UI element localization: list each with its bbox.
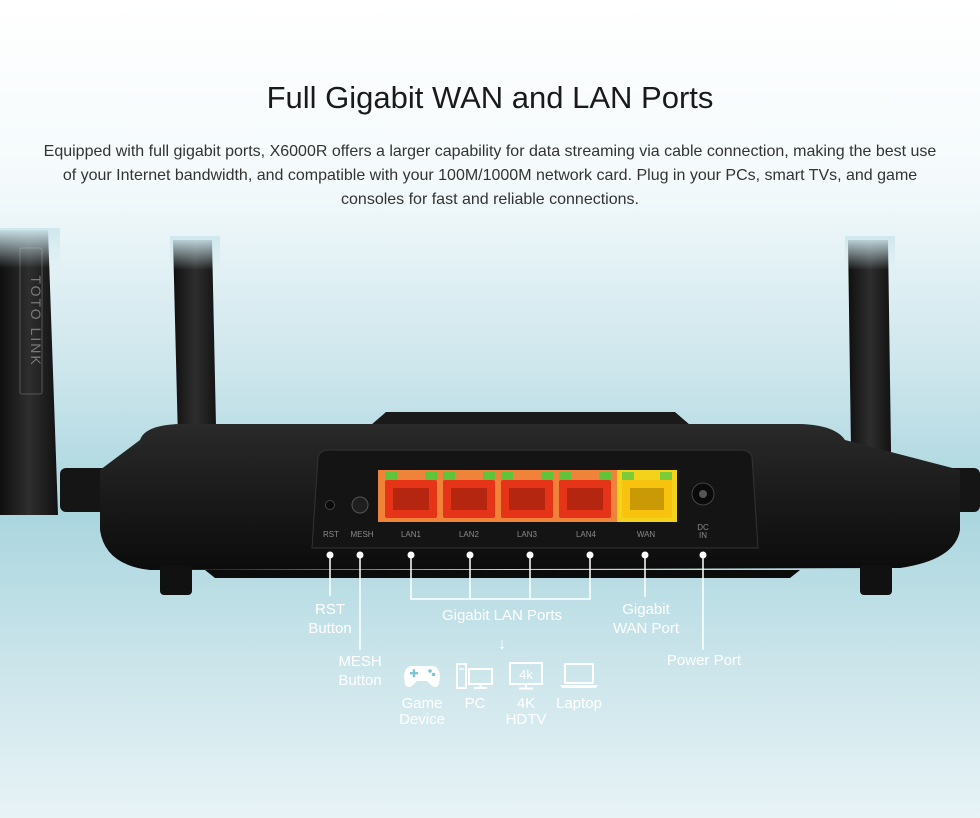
device-pc: PC	[452, 662, 498, 712]
svg-text:4k: 4k	[519, 667, 533, 682]
page-title: Full Gigabit WAN and LAN Ports	[266, 80, 714, 115]
callout-dots	[326, 551, 707, 559]
callout-mesh-button: MESH Button	[338, 653, 382, 689]
brand-logo-text: TOTO LINK	[28, 275, 44, 366]
label-mesh: MESH	[350, 530, 373, 539]
label-lan1: LAN1	[401, 530, 422, 539]
callout-lines	[329, 556, 704, 650]
label-wan: WAN	[637, 530, 656, 539]
lan-port-4	[559, 472, 611, 518]
label-lan3: LAN3	[517, 530, 538, 539]
label-lan2: LAN2	[459, 530, 480, 539]
lan-port-3	[501, 472, 553, 518]
laptop-icon	[560, 663, 598, 688]
lan-port-1	[385, 472, 437, 518]
down-arrow-icon: ↓	[497, 634, 507, 653]
label-lan4: LAN4	[576, 530, 597, 539]
mesh-button	[351, 496, 369, 514]
callout-gigabit-wan-port: Gigabit WAN Port	[612, 601, 680, 637]
wan-port	[617, 470, 677, 522]
device-4k-hdtv: 4k 4K HDTV	[502, 662, 550, 728]
rst-button	[325, 500, 335, 510]
callout-power-port: Power Port	[666, 652, 742, 669]
device-laptop: Laptop	[550, 662, 608, 712]
lan-port-2	[443, 472, 495, 518]
label-rst: RST	[323, 530, 339, 539]
gamepad-icon	[404, 666, 440, 688]
pc-icon	[456, 663, 493, 689]
device-game: Game Device	[392, 662, 452, 728]
label-dc: DC	[697, 523, 709, 532]
label-in: IN	[699, 531, 707, 540]
dc-power-port	[691, 482, 715, 506]
page-description: Equipped with full gigabit ports, X6000R…	[43, 143, 937, 208]
tv-4k-icon: 4k	[509, 662, 543, 690]
callout-rst-button: RST Button	[308, 601, 352, 637]
callout-gigabit-lan-ports: Gigabit LAN Ports	[441, 607, 563, 624]
left-side-antenna: TOTO LINK	[0, 228, 60, 515]
